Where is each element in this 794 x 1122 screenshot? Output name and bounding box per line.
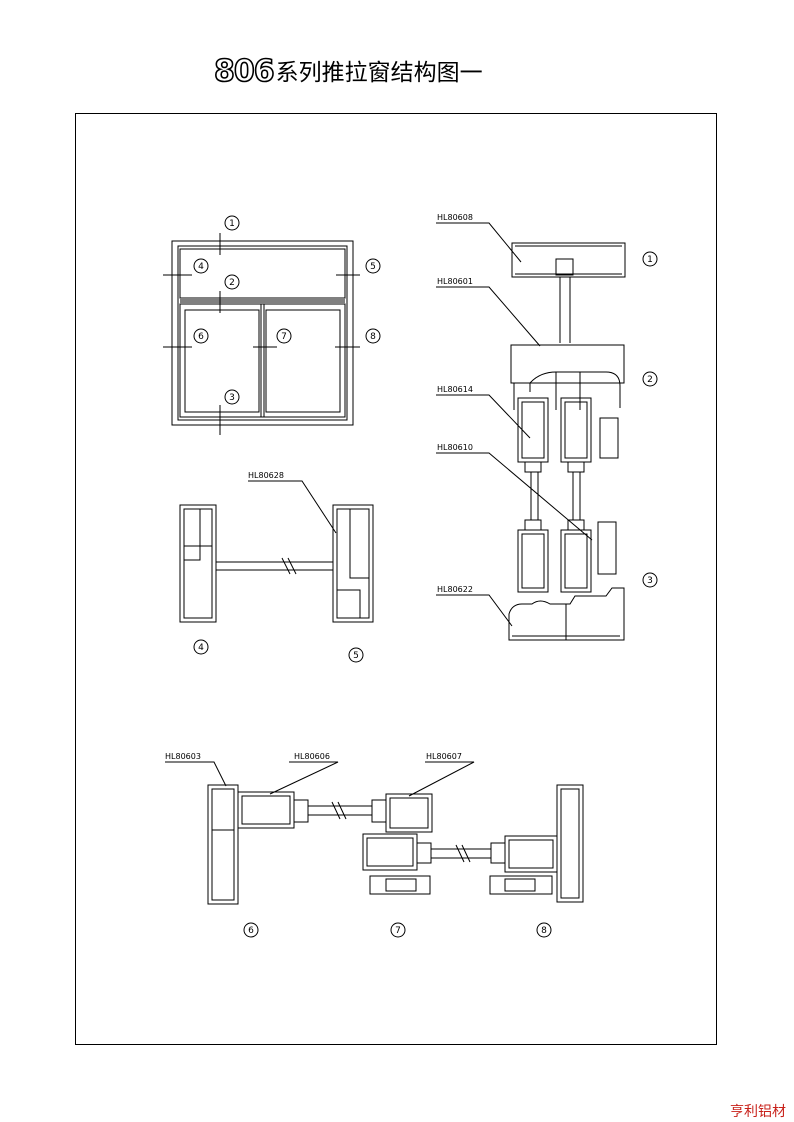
marker-5: 5 <box>370 262 376 272</box>
drawing-title: 806 系列推拉窗结构图一 <box>213 52 483 89</box>
marker-7-section: 7 <box>395 926 401 936</box>
leader-lines <box>165 222 593 797</box>
label-hl80628: HL80628 <box>248 471 284 480</box>
drawing-border <box>75 113 717 1045</box>
marker-7: 7 <box>281 332 287 342</box>
marker-8-section: 8 <box>541 926 547 936</box>
label-hl80607: HL80607 <box>426 752 462 761</box>
marker-6: 6 <box>198 332 204 342</box>
label-hl80606: HL80606 <box>294 752 330 761</box>
marker-8: 8 <box>370 332 376 342</box>
part-labels: HL80608 HL80601 HL80614 HL80610 HL80622 … <box>165 213 473 761</box>
label-hl80603: HL80603 <box>165 752 201 761</box>
vertical-section <box>508 242 626 641</box>
horizontal-section <box>207 784 584 905</box>
label-hl80610: HL80610 <box>437 443 473 452</box>
marker-4: 4 <box>198 262 204 272</box>
watermark: 亨利铝材 <box>730 1104 786 1120</box>
label-hl80614: HL80614 <box>437 385 473 394</box>
label-hl80608: HL80608 <box>437 213 473 222</box>
marker-2-section: 2 <box>647 375 653 385</box>
marker-3: 3 <box>229 393 235 403</box>
marker-1: 1 <box>229 219 235 229</box>
marker-6-section: 6 <box>248 926 254 936</box>
marker-5-section: 5 <box>353 651 359 661</box>
marker-circles <box>193 215 658 938</box>
marker-2: 2 <box>229 278 235 288</box>
marker-4-section: 4 <box>198 643 204 653</box>
marker-3-section: 3 <box>647 576 653 586</box>
label-hl80601: HL80601 <box>437 277 473 286</box>
side-section <box>179 504 374 623</box>
title-text: 系列推拉窗结构图一 <box>275 60 483 86</box>
marker-numbers: 1 2 3 4 5 6 7 8 1 2 3 4 5 6 7 8 <box>198 219 653 936</box>
window-elevation <box>163 233 360 435</box>
label-hl80622: HL80622 <box>437 585 473 594</box>
series-number: 806 <box>213 54 275 89</box>
marker-1-section: 1 <box>647 255 653 265</box>
